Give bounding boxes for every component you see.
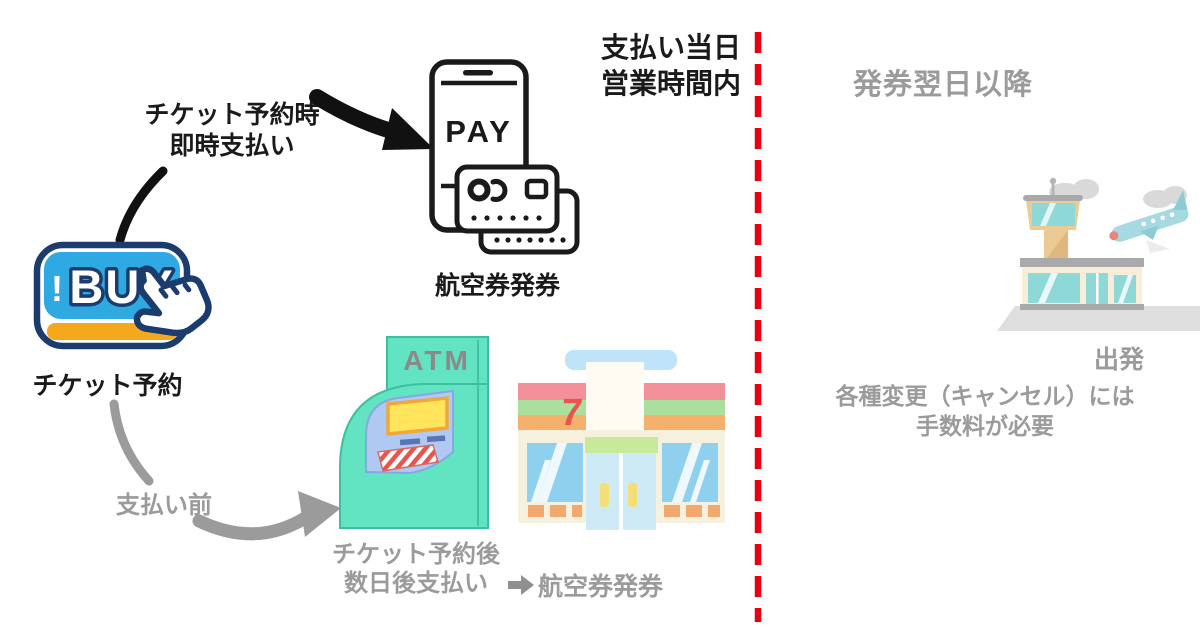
- curve-reserve-to-beforepay: [109, 399, 154, 486]
- cursor-hand-icon: [133, 265, 212, 337]
- svg-text:ATM: ATM: [403, 345, 471, 376]
- after-issuance-heading: 発券翌日以降: [853, 69, 1034, 101]
- svg-text:PAY: PAY: [445, 114, 513, 149]
- before-payment-label: 支払い前: [116, 492, 212, 519]
- arrow-beforepay-to-atm: [192, 491, 341, 541]
- airport-icon: [997, 177, 1200, 331]
- same-day-timing-label: 支払い当日 営業時間内: [600, 32, 741, 100]
- phone-caption: 航空券発券: [434, 272, 560, 300]
- arrow-immediate-to-phone: [309, 89, 434, 150]
- departure-caption: 出発: [1093, 346, 1144, 374]
- arrow-right-icon: [508, 575, 535, 595]
- plane-icon: [1109, 190, 1189, 242]
- cancellation-fee-note: 各種変更（キャンセル）には 手数料が必要: [835, 383, 1135, 439]
- store-icon: 7: [518, 350, 725, 530]
- atm-icon: ATM: [339, 336, 489, 529]
- svg-text:7: 7: [559, 392, 585, 434]
- credit-cards-icon: [454, 164, 580, 255]
- deferred-result-label: 航空券発券: [508, 567, 663, 603]
- contrail: [1146, 240, 1170, 253]
- reserve-caption: チケット予約: [32, 372, 183, 400]
- immediate-payment-label: チケット予約時 即時支払い: [144, 101, 320, 160]
- svg-text:!: !: [51, 268, 63, 309]
- curve-reserve-to-immediate: [115, 166, 168, 245]
- deferred-payment-caption: チケット予約後 数日後支払い: [332, 541, 500, 597]
